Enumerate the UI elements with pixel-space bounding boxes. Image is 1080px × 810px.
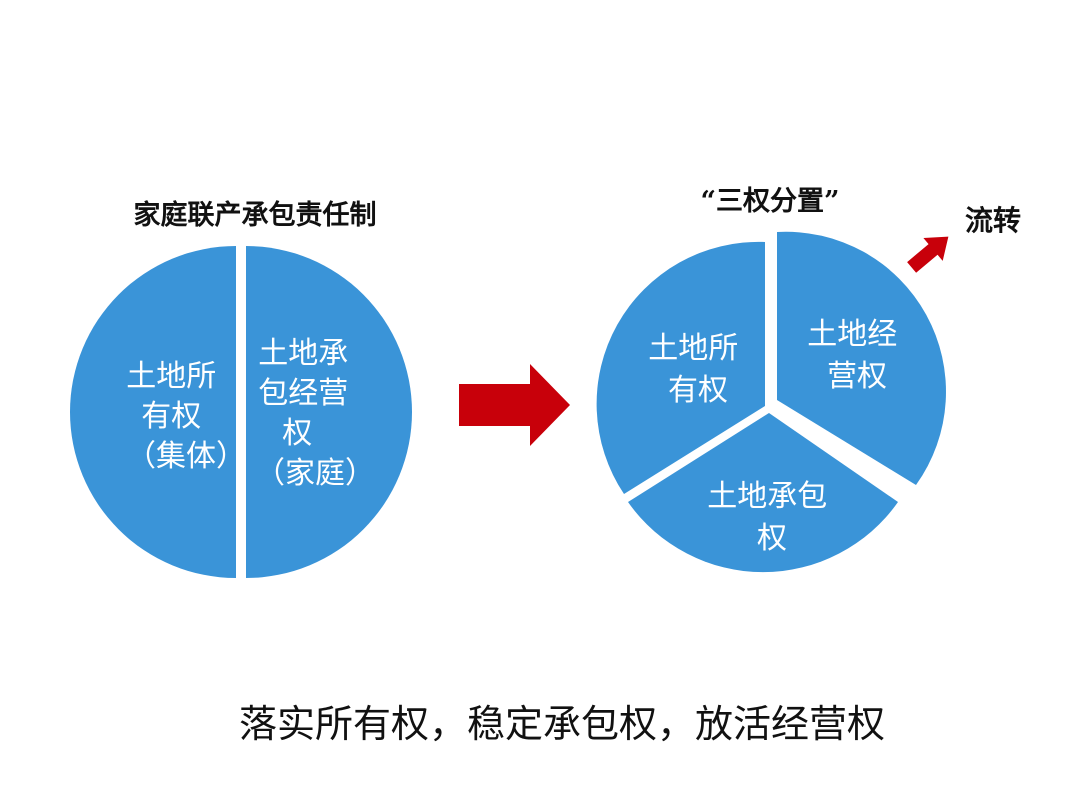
left-contract-line-4: （家庭）	[255, 456, 375, 491]
left-contract-line-3: 权	[282, 416, 312, 451]
transition-arrow-icon	[459, 364, 570, 446]
right-pie-ownership-sector	[596, 241, 765, 494]
right-management-line-2: 营权	[827, 359, 887, 394]
left-pie-half-collective	[70, 246, 236, 578]
right-contract-line-2: 权	[757, 521, 787, 556]
left-pie-title: 家庭联产承包责任制	[134, 199, 377, 231]
transfer-label: 流转	[965, 204, 1021, 237]
right-management-line-1: 土地经	[807, 317, 897, 352]
right-ownership-line-1: 土地所	[648, 331, 738, 366]
right-pie-contract-sector	[628, 413, 898, 573]
transfer-arrow-icon	[907, 236, 949, 273]
left-ownership-line-3: （集体）	[126, 439, 246, 474]
right-contract-label: 土地承包 权	[707, 479, 837, 556]
summary-caption: 落实所有权，稳定承包权，放活经营权	[239, 702, 885, 746]
left-contract-line-1: 土地承	[258, 336, 348, 371]
right-ownership-line-2: 有权	[668, 373, 728, 408]
right-pie-management-sector	[777, 231, 946, 485]
left-contract-line-2: 包经营	[258, 376, 348, 411]
right-pie-title: “三权分置”	[700, 186, 839, 217]
left-pie-half-household	[246, 246, 412, 578]
right-management-label: 土地经 营权	[807, 317, 907, 394]
right-ownership-label: 土地所 有权	[648, 331, 748, 408]
right-pie: “三权分置” 土地所 有权 土地经 营权 土地承包 权 流转	[596, 186, 1021, 573]
left-ownership-line-1: 土地所	[126, 359, 216, 394]
left-pie-ownership-label: 土地所 有权 （集体）	[126, 359, 246, 474]
left-ownership-line-2: 有权	[141, 399, 201, 434]
left-pie: 家庭联产承包责任制 土地所 有权 （集体） 土地承 包经营 权 （家庭）	[70, 199, 412, 578]
right-contract-line-1: 土地承包	[707, 479, 827, 514]
left-pie-contract-label: 土地承 包经营 权 （家庭）	[255, 336, 375, 491]
